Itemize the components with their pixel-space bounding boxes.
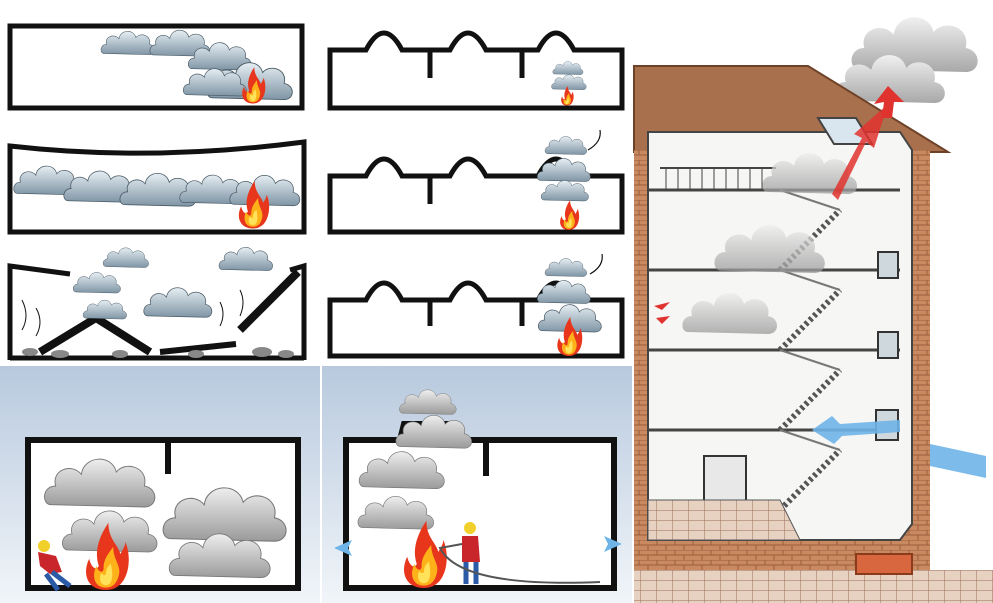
firefighter-icon: [438, 522, 601, 584]
panel-vented-room-growing-fire: [327, 129, 625, 235]
panel-vented-room-full-fire: [327, 253, 625, 359]
panel-vented-room-small-fire: [327, 30, 625, 111]
panel-room-collapse: [7, 247, 307, 361]
panel-firefighter-unvented-room: [0, 366, 320, 603]
hot-gas-exhaust-arrow-icon: [654, 302, 670, 324]
hot-gas-exhaust-arrow-icon: [832, 104, 888, 200]
firefighter-icon: [38, 540, 72, 592]
air-inflow-arrow-icon: [812, 416, 900, 444]
air-inflow-arrow-icon: [930, 444, 986, 478]
panel-room-flashover: [7, 139, 307, 235]
panel-room-smoke-layer: [7, 23, 305, 111]
air-inflow-arrow-icon: [604, 536, 622, 552]
air-inflow-arrow-icon: [334, 540, 352, 556]
panel-building-stairwell: [633, 0, 993, 603]
hot-gas-exhaust-arrow-icon: [874, 86, 904, 118]
panel-firefighter-vented-room: [322, 366, 632, 603]
